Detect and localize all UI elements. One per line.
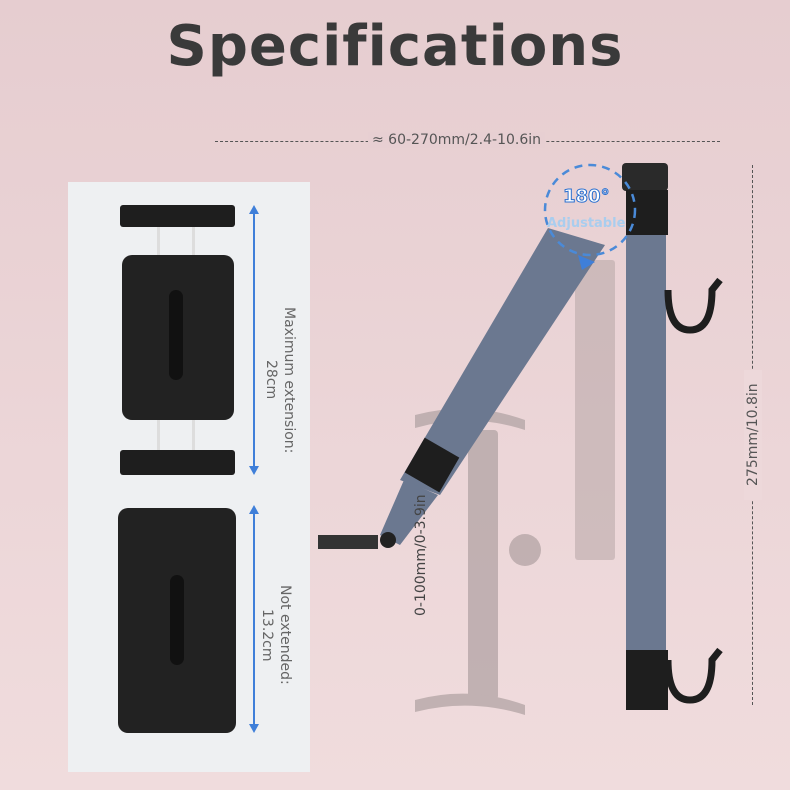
page-title: Specifications (166, 14, 624, 79)
rotation-label: Adjustable (547, 216, 626, 231)
holder-extended (120, 205, 235, 475)
extension-arrows (249, 205, 259, 733)
holder-compact (118, 508, 236, 733)
height-label: 275mm/10.8in (744, 370, 762, 500)
rotation-degree: 180° (563, 186, 611, 208)
not-extended-label: Not extended: 13.2cm (259, 585, 293, 685)
max-extension-label: Maximum extension: 28cm (263, 306, 297, 454)
width-range-label: ≈ 60-270mm/2.4-10.6in (368, 132, 546, 148)
arm (318, 163, 723, 710)
rotation-indicator (543, 163, 637, 270)
arm-extension-label: 0-100mm/0-3.9in (413, 494, 429, 616)
